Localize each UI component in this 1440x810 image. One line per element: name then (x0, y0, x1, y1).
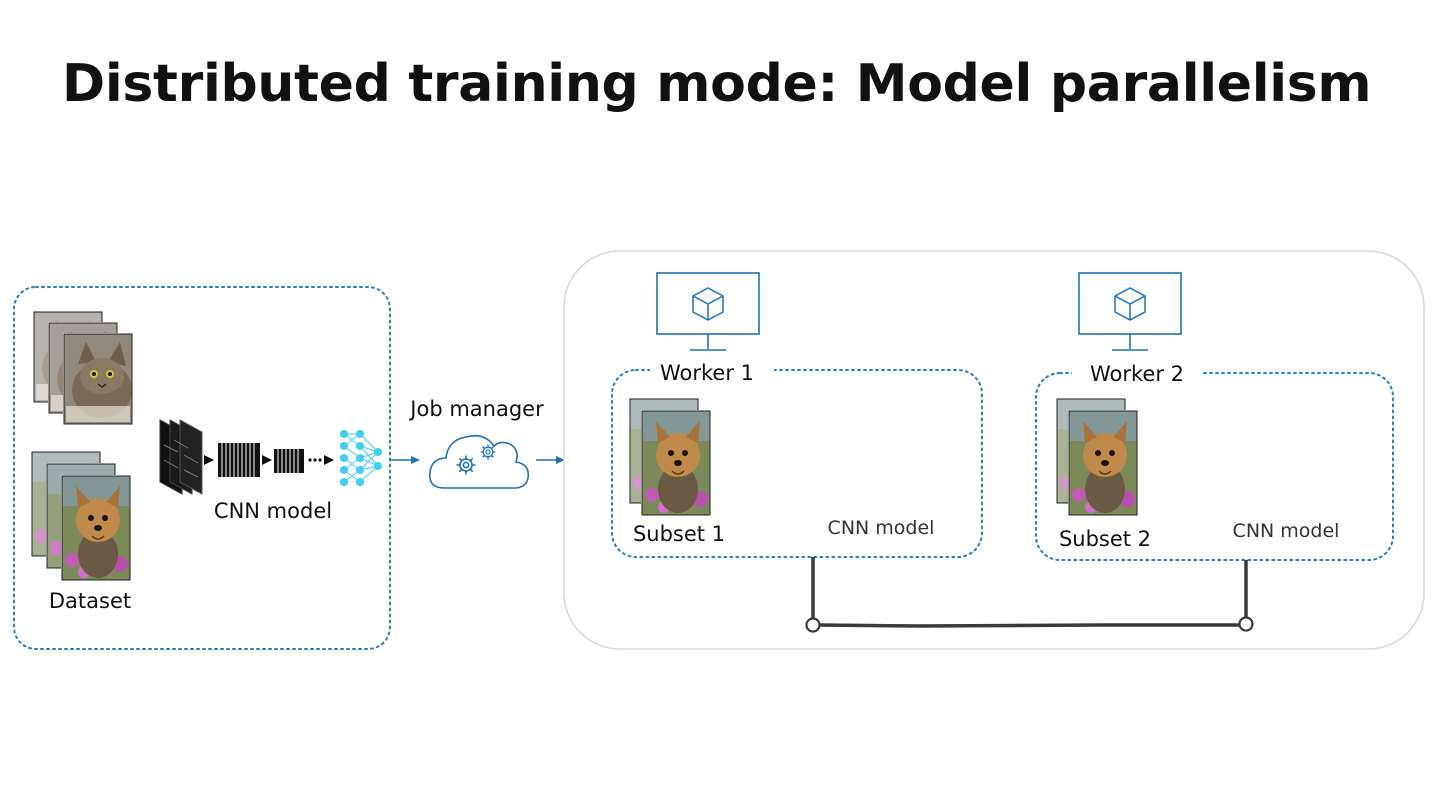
subset-2-label: Subset 2 (1059, 527, 1151, 551)
worker-2-label: Worker 2 (1090, 362, 1184, 386)
cnn-model-label: CNN model (214, 499, 332, 523)
dataset-panel: Dataset (13, 286, 391, 650)
cat-image-stack (33, 311, 133, 425)
job-manager-label: Job manager (408, 397, 544, 421)
subset-2-image-stack (1056, 398, 1138, 516)
worker-1-cnn-model-label: CNN model (828, 517, 935, 539)
worker-2: Worker 2 Subset 2 CNN model (1035, 272, 1394, 561)
dataset-label: Dataset (49, 589, 131, 613)
neural-network-icon (340, 430, 382, 486)
job-manager: Job manager (408, 397, 544, 489)
worker-1: Worker 1 Subset 1 CNN model (611, 272, 983, 558)
arrow-to-cluster (536, 456, 565, 464)
feature-map-icon (159, 419, 203, 495)
cluster-panel: Worker 1 Subset 1 CNN model Worker 2 Sub… (563, 250, 1425, 650)
conv-layer-small-icon (274, 449, 304, 473)
arrow-to-job-manager (390, 456, 420, 464)
worker-2-cnn-model-label: CNN model (1233, 520, 1340, 542)
cloud-gears-icon (428, 434, 530, 489)
slide-title: Distributed training mode: Model paralle… (62, 54, 1372, 114)
worker-connector (805, 557, 1254, 633)
conv-layer-icon (218, 443, 260, 477)
subset-1-label: Subset 1 (633, 522, 725, 546)
cnn-pipeline: CNN model (159, 419, 382, 523)
subset-1-image-stack (629, 398, 711, 516)
dog-image-stack (31, 451, 131, 581)
worker-1-label: Worker 1 (660, 361, 754, 385)
